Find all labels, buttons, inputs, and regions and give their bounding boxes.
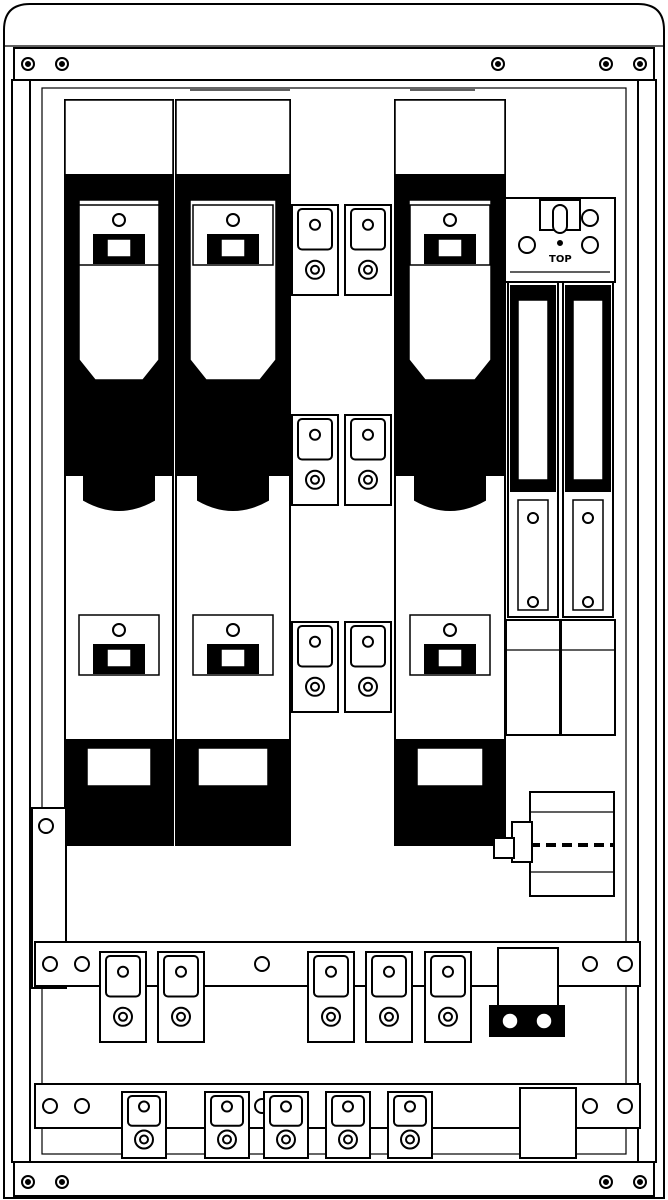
fuse-switch	[64, 99, 174, 846]
terminal-lug	[121, 1091, 167, 1159]
terminal-lug	[424, 951, 472, 1043]
fuse-switch	[175, 99, 291, 846]
terminal-lug	[291, 204, 339, 296]
busbars	[34, 941, 641, 1159]
terminal-lug	[99, 951, 147, 1043]
fuse-handle	[64, 99, 174, 176]
busbar-hole	[42, 956, 58, 972]
small-fuse-holder	[560, 281, 616, 736]
terminal-lug	[344, 204, 392, 296]
busbar-hole	[617, 1098, 633, 1114]
fuse-switch-disconnectors	[64, 99, 506, 846]
fuse-label-window	[197, 747, 269, 787]
terminal-lug	[365, 951, 413, 1043]
terminal-lug	[344, 621, 392, 713]
terminal-lug	[344, 414, 392, 506]
top-label: TOP	[549, 254, 572, 265]
small-fuse-holder	[505, 281, 561, 736]
busbar-hole	[254, 956, 270, 972]
control-fuse-block: TOP	[504, 197, 616, 283]
busbar-hole	[582, 956, 598, 972]
fuse-handle	[394, 99, 506, 176]
mounting-screws	[21, 57, 647, 1189]
terminal-lug	[307, 951, 355, 1043]
terminal-lug	[263, 1091, 309, 1159]
terminal-lug	[291, 414, 339, 506]
fuse-handle	[175, 99, 291, 176]
busbar-hole	[582, 1098, 598, 1114]
terminal-lug	[387, 1091, 433, 1159]
auxiliary-block	[560, 619, 616, 736]
terminal-lug	[157, 951, 205, 1043]
fuse-label-window	[86, 747, 152, 787]
busbar-hole	[617, 956, 633, 972]
small-fuse-holders	[505, 281, 616, 736]
fuse-label-window	[416, 747, 484, 787]
fuse-switch	[394, 99, 506, 846]
earth-clamp	[519, 1087, 577, 1159]
terminal-lug	[291, 621, 339, 713]
busbar-hole	[42, 1098, 58, 1114]
auxiliary-block	[505, 619, 561, 736]
terminal-lug	[204, 1091, 250, 1159]
earth-clamp	[497, 947, 559, 1009]
terminal-lug	[325, 1091, 371, 1159]
surge-arrester	[493, 791, 615, 897]
busbar-hole	[74, 956, 90, 972]
middle-terminals	[291, 204, 392, 713]
busbar-hole	[74, 1098, 90, 1114]
